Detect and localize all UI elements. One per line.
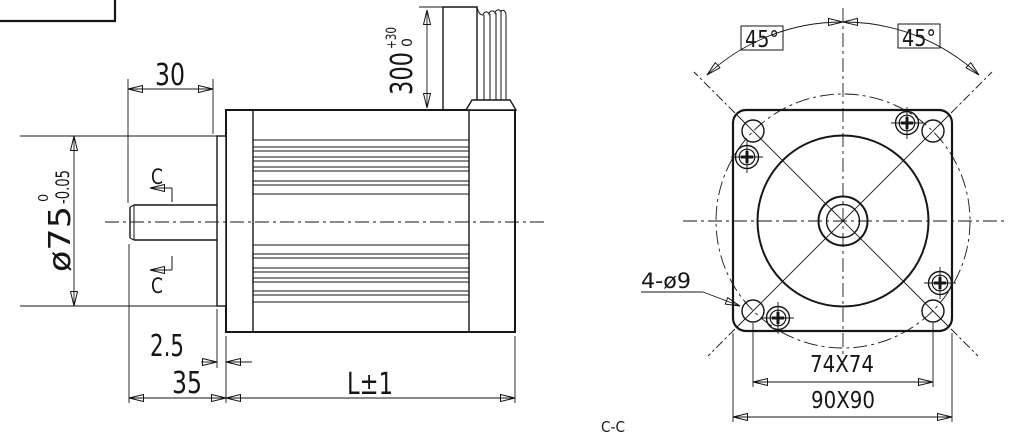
angle-arc — [843, 22, 979, 75]
diagonal-line — [736, 114, 950, 328]
dim-text-45-left: 45° — [745, 27, 779, 53]
cable-jacket — [442, 6, 478, 110]
dim-cable-length: 300 +30 0 — [384, 6, 443, 108]
bolt-circle — [715, 93, 971, 349]
dim-text-2-5: 2.5 — [150, 329, 184, 364]
section-letter-bottom: C — [151, 274, 163, 298]
diagonal-extension — [707, 328, 736, 357]
screw-head — [760, 300, 796, 336]
dim-shaft-length: 30 — [127, 58, 214, 203]
dim-text-4-dia9: 4-ø9 — [641, 269, 691, 293]
dim-hole-spacing: 74X74 — [752, 323, 934, 387]
dim-text-45-right: 45° — [902, 26, 936, 52]
shaft-chamfer — [129, 204, 135, 208]
front-view: 45° 45° 4-ø9 74X74 90X90 C-C — [601, 8, 1008, 436]
dim-text-30: 30 — [155, 58, 185, 93]
mounting-hole — [921, 119, 945, 143]
dim-text-dia75-tol-upper: 0 — [37, 194, 52, 202]
dim-text-dia75-tol-lower: -0.05 — [52, 170, 74, 204]
cable-strand-tops — [482, 9, 507, 16]
dim-angle-right: 45° — [843, 22, 979, 75]
side-view: 30 300 +30 0 ø75 0 -0.05 — [0, 0, 548, 403]
body-circle — [756, 134, 930, 308]
cable-strain-relief — [464, 99, 518, 111]
section-mark-top: C — [150, 165, 173, 202]
diagonal-extension — [950, 71, 993, 114]
flange-square — [731, 108, 954, 333]
text-mask — [740, 25, 784, 51]
dim-mounting-holes: 4-ø9 — [641, 269, 740, 306]
dim-text-L: L±1 — [347, 367, 393, 402]
dim-text-90x90: 90X90 — [811, 388, 875, 414]
shaft — [129, 204, 217, 241]
screw-head — [729, 139, 765, 175]
mounting-hole — [921, 299, 945, 323]
hub-circle — [817, 195, 869, 247]
shaft-circle — [825, 203, 861, 239]
diagonal-extension — [693, 71, 736, 114]
mounting-hole — [741, 299, 765, 323]
dim-flange-size: 90X90 — [732, 333, 953, 422]
mounting-hole — [741, 119, 765, 143]
dim-pilot-depth: 2.5 — [150, 309, 252, 368]
section-mark-bottom: C — [150, 256, 173, 298]
dim-text-dia75: ø75 — [43, 206, 78, 272]
dim-text-74x74: 74X74 — [810, 352, 874, 378]
shaft-chamfer — [129, 237, 135, 241]
dim-text-300-tol-upper: +30 — [384, 27, 400, 49]
cooling-ribs — [253, 139, 469, 303]
drawing-frame-corner — [0, 0, 117, 23]
section-label: C-C — [601, 418, 625, 436]
dim-body-length: L±1 — [226, 336, 516, 403]
text-mask — [897, 23, 941, 49]
dim-front-length: 35 — [128, 244, 227, 403]
dim-angle-left: 45° — [707, 22, 843, 75]
cable-assembly — [442, 6, 518, 111]
cable-dip — [476, 6, 484, 16]
leader-line — [702, 291, 740, 306]
section-letter-top: C — [151, 165, 163, 189]
dim-text-300: 300 — [385, 52, 420, 95]
dim-pilot-diameter: ø75 0 -0.05 — [20, 135, 226, 307]
dim-text-35: 35 — [172, 366, 202, 401]
pilot-boss — [216, 135, 227, 307]
diagonal-extension — [950, 328, 979, 357]
screw-head — [889, 105, 925, 141]
angle-arc — [707, 22, 843, 75]
dim-text-300-tol-lower: 0 — [400, 38, 416, 47]
motor-body-outline — [225, 109, 516, 333]
